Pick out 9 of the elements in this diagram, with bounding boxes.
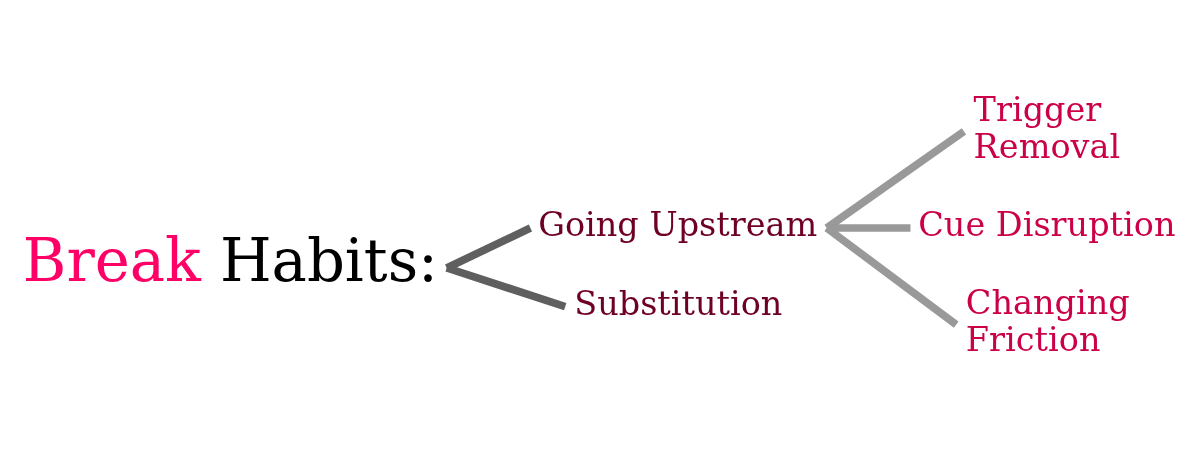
- connector: [445, 224, 533, 271]
- node-text: Cue Disruption: [918, 204, 1176, 244]
- node-text: Going Upstream: [538, 204, 818, 244]
- connector: [824, 127, 967, 231]
- connector: [824, 224, 959, 328]
- node-text: Changing Friction: [965, 282, 1130, 359]
- node-text: Substitution: [574, 283, 783, 323]
- node-text: Break Habits:: [22, 225, 439, 295]
- node-text: Trigger Removal: [973, 89, 1121, 166]
